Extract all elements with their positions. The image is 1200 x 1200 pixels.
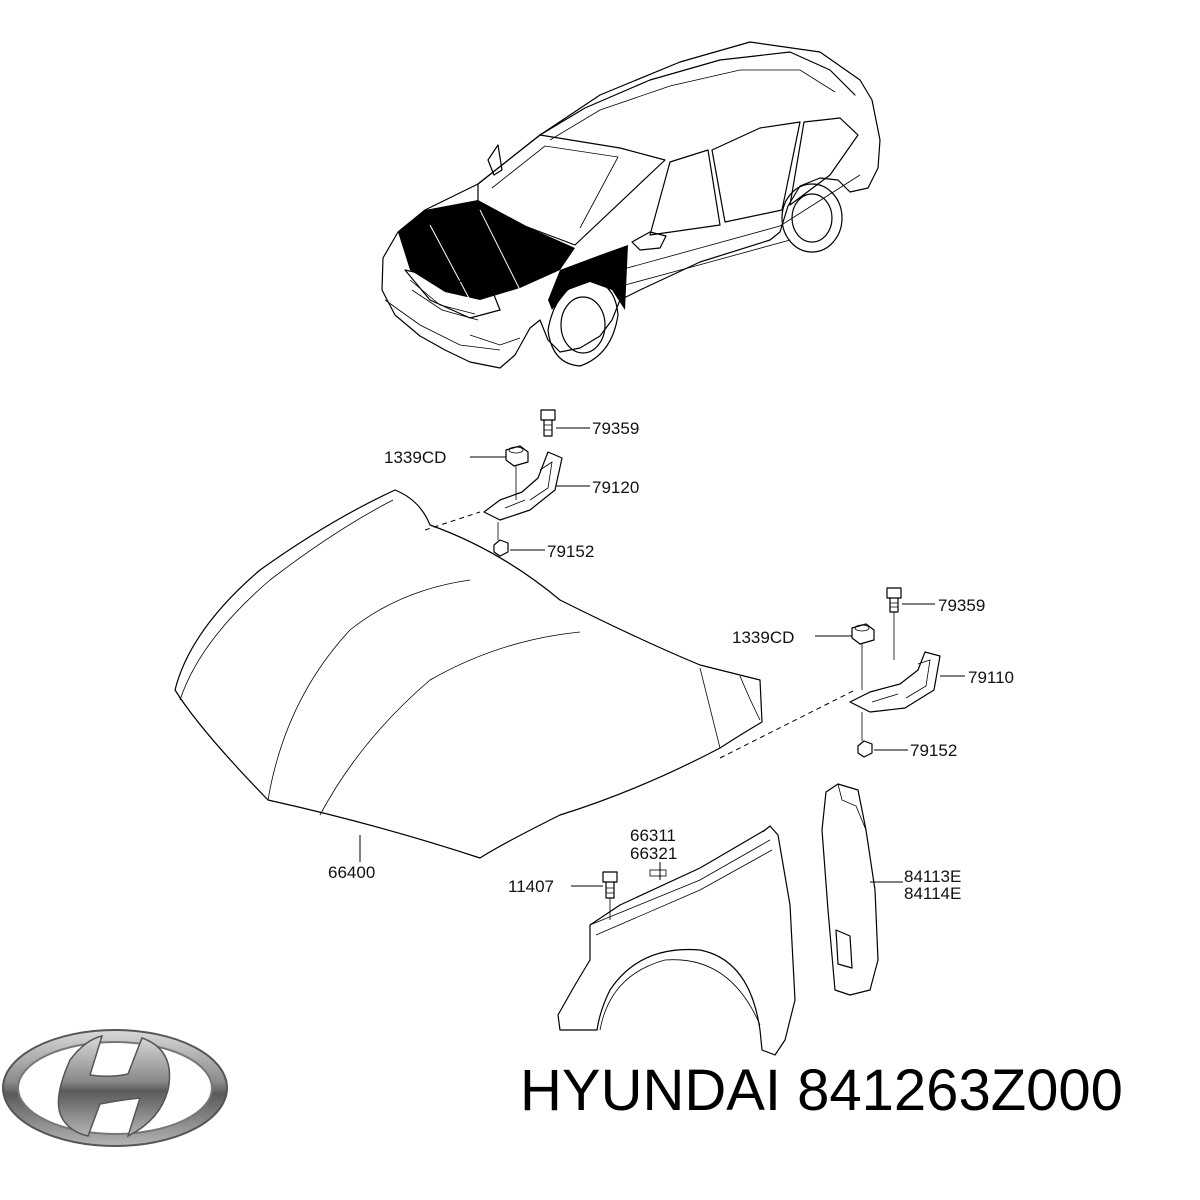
label-79359-right: 79359 [938, 596, 985, 615]
caption-part-number: 841263Z000 [797, 1058, 1123, 1123]
label-1339cd-right: 1339CD [732, 628, 794, 647]
label-84113e: 84113E [904, 867, 961, 886]
fender-liner [821, 783, 903, 996]
hood-panel [174, 489, 763, 859]
label-11407: 11407 [508, 877, 554, 896]
label-79152-left: 79152 [547, 542, 594, 561]
label-1339cd-left: 1339CD [384, 448, 446, 467]
car-illustration [381, 41, 881, 369]
hyundai-logo-icon [2, 1029, 228, 1147]
caption-text: HYUNDAI 841263Z000 [520, 1058, 1123, 1123]
label-79120: 79120 [592, 478, 639, 497]
label-66400: 66400 [328, 863, 375, 882]
left-hinge-group [470, 409, 590, 557]
label-66311: 66311 [630, 826, 676, 845]
fender-panel [557, 825, 796, 1056]
right-hinge-group [815, 587, 965, 758]
caption-brand: HYUNDAI [520, 1058, 781, 1123]
label-84114e: 84114E [904, 884, 961, 903]
label-66321: 66321 [630, 844, 677, 863]
label-79359-left: 79359 [592, 419, 639, 438]
label-79110: 79110 [968, 668, 1014, 687]
label-79152-right: 79152 [910, 741, 957, 760]
